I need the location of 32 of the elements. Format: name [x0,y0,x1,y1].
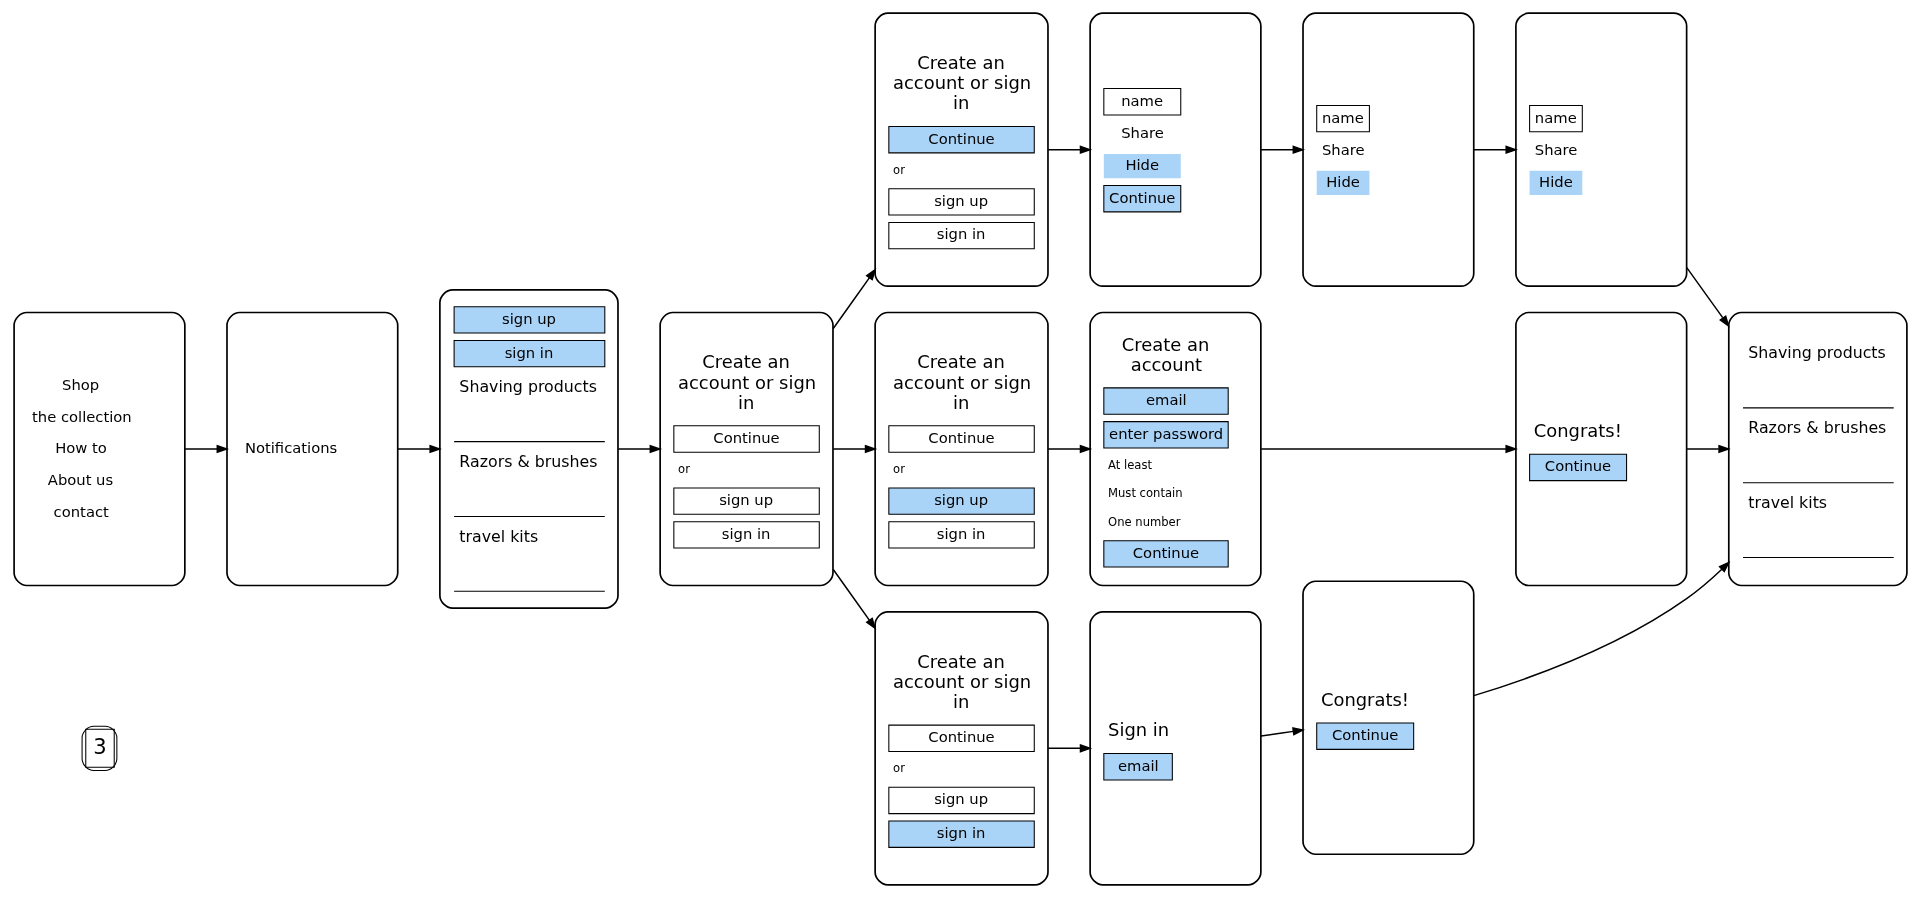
node-box: Sign in email [1088,610,1262,886]
label: 3 [92,733,107,759]
node-box: Notifications [225,311,399,586]
arrow [1046,743,1092,753]
arrow [617,444,662,453]
node-box: Create an account email enter password At least Must contain One number Continue [1088,311,1262,586]
arrow [396,444,442,453]
arrow [832,568,876,630]
arrow [183,444,229,453]
node-box: Create an account or sign in Continue or sign up sign in [873,11,1049,287]
node-box: Create an account or sign in Continue or sign up sign in [873,311,1049,586]
arrow [832,267,876,329]
node-box: name Share Hide Continue [1088,11,1262,287]
node-box: name Share Hide [1301,11,1475,287]
node-box: Shaving products Razors & brushes travel kits [1727,311,1908,586]
node-box: sign up sign in Shaving products Razors & brushes travel kits [438,288,619,609]
arrow [1046,144,1092,154]
arrow [1472,560,1730,696]
node-box: Create an account or sign in Continue or sign up sign in [658,311,834,586]
arrow [1259,726,1305,737]
node-box: Congrats! Continue [1301,579,1475,855]
arrow [1046,444,1092,453]
node-box: Shop the collection How to About us contact [12,311,186,586]
arrow [1260,444,1518,453]
arrow [1685,266,1730,328]
arrow [1259,144,1305,154]
arrow [1685,444,1731,453]
node-box: Congrats! Continue [1514,311,1687,586]
arrow [1472,144,1518,154]
node-box: Create an account or sign in Continue or sign up sign in [873,610,1049,886]
arrow [832,444,877,453]
node-box: name Share Hide [1514,11,1687,287]
